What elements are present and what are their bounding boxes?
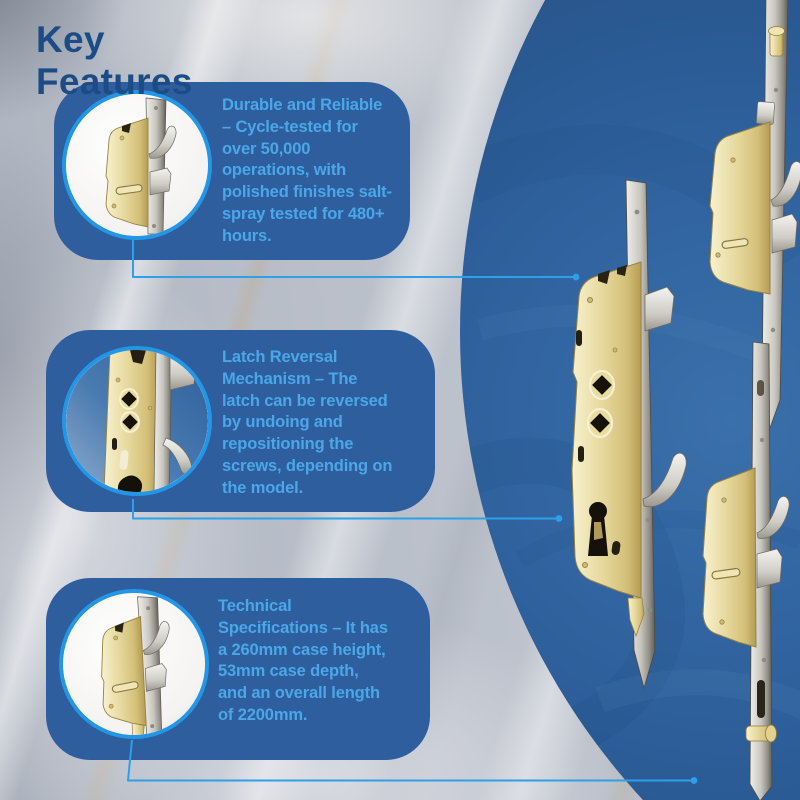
page-title: Key Features	[36, 19, 193, 102]
product-photo-lower-lock	[702, 341, 790, 800]
feature-photo-lock-gearbox-side-view	[62, 90, 212, 240]
feature-photo-lock-faceplate-closeup	[62, 346, 212, 496]
product-photo-top-lock	[709, 0, 800, 430]
feature-text-latch-reversal: Latch Reversal Mechanism – The latch can…	[222, 348, 393, 497]
lock-gearbox-angled-view	[63, 593, 205, 735]
product-photo-main-lock	[571, 179, 687, 690]
feature-text-durable-reliable: Durable and Reliable – Cycle-tested for …	[222, 96, 392, 245]
lock-faceplate-closeup	[66, 350, 208, 492]
feature-card-durable-reliable: Durable and Reliable – Cycle-tested for …	[54, 82, 410, 260]
feature-card-technical-specifications: Technical Specifications – It has a 260m…	[46, 578, 430, 760]
feature-text-technical-specifications: Technical Specifications – It has a 260m…	[218, 597, 388, 724]
lock-gearbox-side-view	[66, 94, 208, 236]
feature-photo-lock-gearbox-angled-view	[59, 589, 209, 739]
feature-card-latch-reversal: Latch Reversal Mechanism – The latch can…	[46, 330, 435, 512]
